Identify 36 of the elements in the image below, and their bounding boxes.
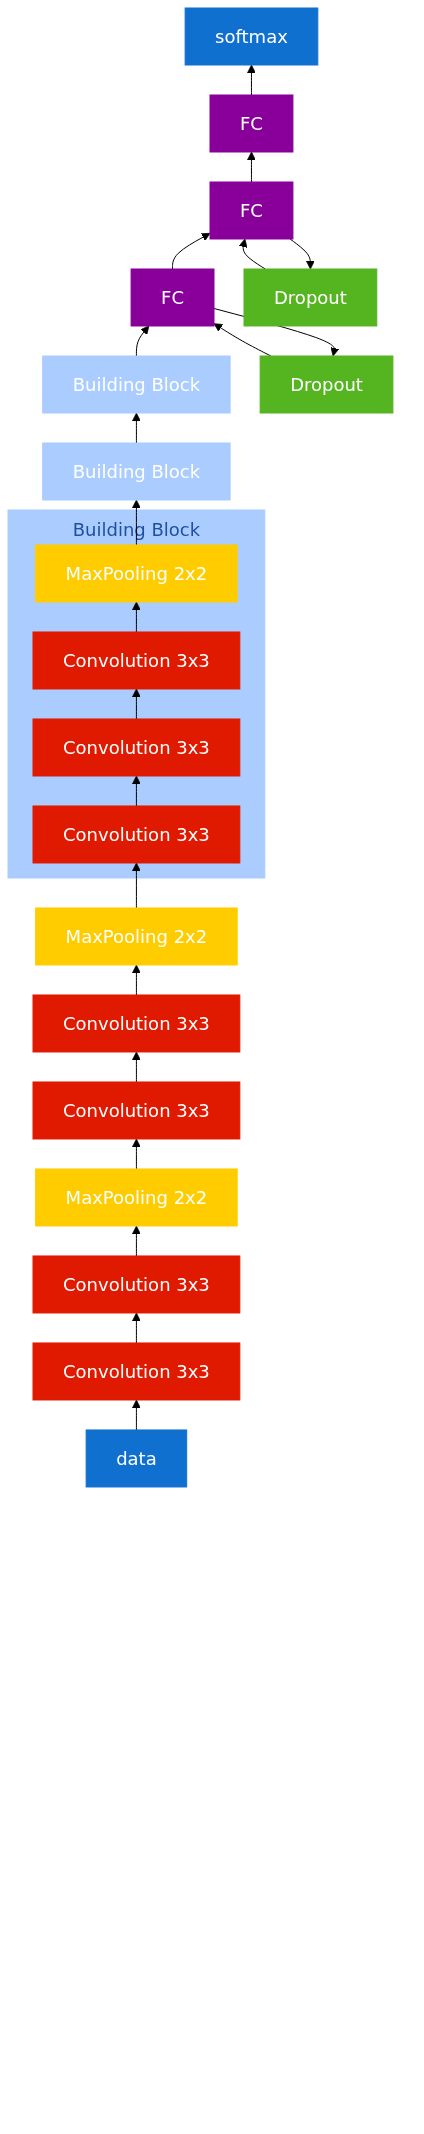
arrow <box>238 238 266 270</box>
arrow <box>132 775 141 807</box>
node-box: Convolution 3x3 <box>32 631 241 690</box>
node-box: Building Block <box>42 442 231 501</box>
arrow <box>247 151 256 183</box>
arrow <box>132 601 141 633</box>
node-box: MaxPooling 2x2 <box>35 544 238 603</box>
arrow <box>289 238 315 270</box>
arrow <box>247 64 256 96</box>
arrow <box>135 325 150 357</box>
arrow <box>132 1225 141 1257</box>
node-box: Building Block <box>42 355 231 414</box>
node-box: Convolution 3x3 <box>32 1255 241 1314</box>
arrow <box>132 412 141 444</box>
arrow <box>132 862 141 909</box>
arrow <box>132 964 141 996</box>
arrow <box>172 232 211 270</box>
node-box: MaxPooling 2x2 <box>35 1168 238 1227</box>
node-box: data <box>85 1429 188 1488</box>
node-box: Convolution 3x3 <box>32 805 241 864</box>
arrow <box>132 1312 141 1344</box>
node-box: MaxPooling 2x2 <box>35 907 238 966</box>
node-box: Convolution 3x3 <box>32 718 241 777</box>
node-box: softmax <box>184 7 319 66</box>
node-box: Convolution 3x3 <box>32 994 241 1053</box>
node-box: Dropout <box>243 268 378 327</box>
arrow <box>132 1399 141 1431</box>
arrow <box>132 1138 141 1170</box>
arrow <box>132 1051 141 1083</box>
node-box: Convolution 3x3 <box>32 1342 241 1401</box>
node-box: Convolution 3x3 <box>32 1081 241 1140</box>
arrow <box>132 688 141 720</box>
node-box: FC <box>209 181 294 240</box>
node-box: Dropout <box>259 355 394 414</box>
node-box: FC <box>209 94 294 153</box>
node-box: FC <box>130 268 215 327</box>
